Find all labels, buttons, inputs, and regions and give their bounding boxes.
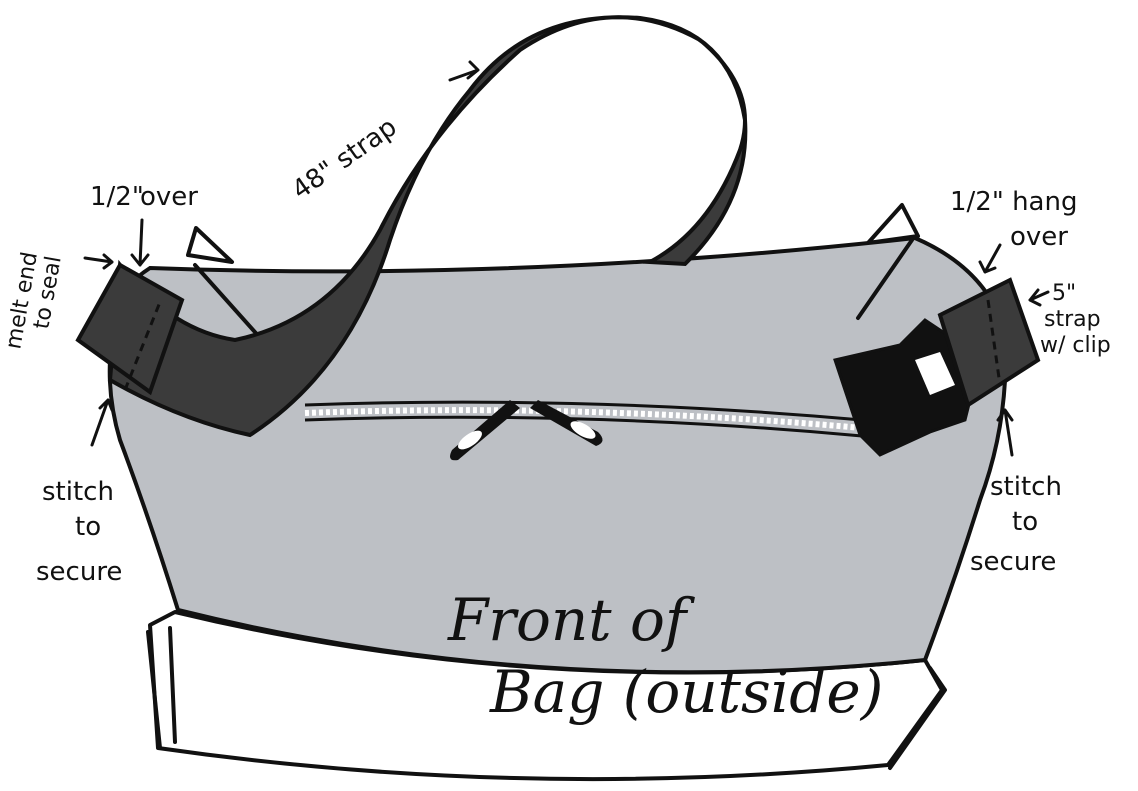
right-stitch-label-3: secure (970, 547, 1056, 577)
short-strap-label-2: strap (1044, 307, 1101, 332)
left-overhang-label-2: over (140, 182, 198, 212)
left-stitch-arrow (92, 400, 112, 445)
right-stitch-label-2: to (1012, 507, 1038, 537)
strap-arrow (450, 62, 478, 80)
right-overhang-label-2: over (1010, 222, 1068, 252)
title-line-1: Front of (447, 586, 696, 654)
strap-length-label: 48" strap (287, 112, 403, 206)
right-overhang-label-1: 1/2" hang (950, 187, 1077, 217)
left-top-flap (188, 228, 232, 262)
left-stitch-label-2: to (75, 512, 101, 542)
right-overhang-arrow (980, 245, 1000, 272)
left-overhang-arrow (132, 220, 148, 265)
short-strap-arrow (1030, 290, 1048, 305)
left-stitch-label-3: secure (36, 557, 122, 587)
title-line-2: Bag (outside) (489, 658, 883, 726)
left-overhang-label-1: 1/2" (90, 182, 144, 212)
short-strap-label-1: 5" (1052, 281, 1076, 306)
short-strap-label-3: w/ clip (1040, 333, 1111, 358)
right-stitch-label-1: stitch (990, 472, 1062, 502)
left-stitch-label-1: stitch (42, 477, 114, 507)
melt-arrow (85, 255, 112, 268)
